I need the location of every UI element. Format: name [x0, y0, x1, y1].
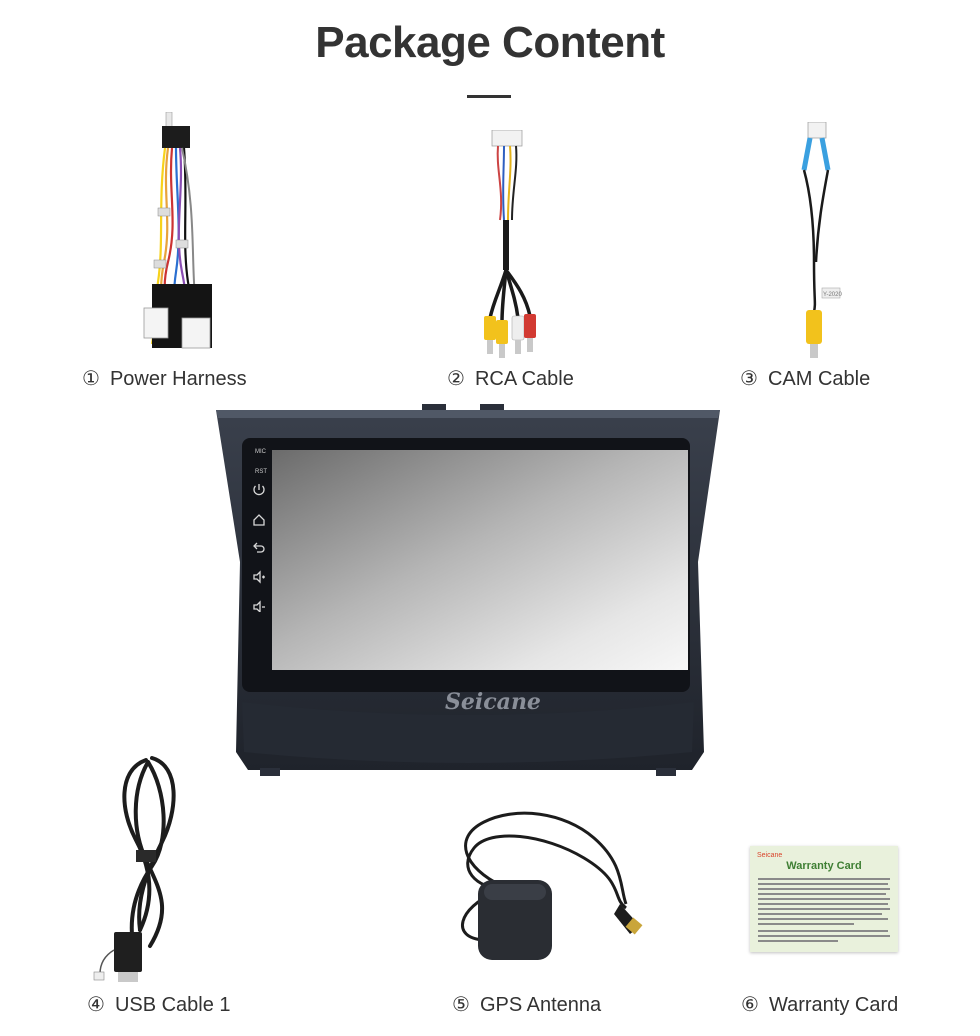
item-label: Power Harness: [109, 368, 247, 390]
item-label: Warranty Card: [768, 994, 899, 1016]
text-line: [758, 903, 888, 905]
text-line: [758, 893, 886, 895]
power-harness-image: [138, 112, 218, 364]
cam-tag-label: Y-2020: [823, 292, 842, 298]
item-label: CAM Cable: [767, 368, 871, 390]
warranty-card-brand: Seicane: [757, 852, 783, 859]
page-title: Package Content: [315, 18, 665, 67]
text-line: [758, 918, 888, 920]
caption-cam-cable: ③ CAM Cable: [740, 366, 870, 391]
text-line: [758, 930, 888, 932]
text-line: [758, 888, 890, 890]
power-icon[interactable]: [253, 484, 265, 496]
item-number: ①: [82, 366, 100, 390]
item-label: USB Cable 1: [114, 994, 231, 1016]
volume-down-icon[interactable]: [253, 600, 265, 612]
home-icon[interactable]: [253, 514, 265, 526]
rca-cable-image: [478, 130, 542, 362]
cam-cable-image: Y-2020: [796, 122, 848, 362]
text-line: [758, 913, 882, 915]
caption-rca-cable: ② RCA Cable: [447, 366, 574, 391]
item-number: ⑤: [452, 992, 470, 1016]
head-unit-brand: Seicane: [445, 689, 541, 715]
rst-label: RST: [255, 469, 267, 475]
text-line: [758, 935, 890, 937]
gps-antenna-image: [444, 808, 650, 970]
caption-power-harness: ① Power Harness: [82, 366, 247, 391]
usb-cable-image: [88, 750, 198, 986]
caption-gps-antenna: ⑤ GPS Antenna: [452, 992, 601, 1017]
item-number: ⑥: [741, 992, 759, 1016]
text-line: [758, 883, 888, 885]
caption-usb-cable: ④ USB Cable 1: [87, 992, 231, 1017]
title-underline: [467, 95, 511, 98]
text-line: [758, 908, 890, 910]
item-number: ④: [87, 992, 105, 1016]
text-line: [758, 878, 890, 880]
warranty-card-image: Seicane Warranty Card: [750, 846, 898, 952]
text-line: [758, 898, 890, 900]
warranty-card-title: Warranty Card: [786, 860, 862, 872]
head-unit-image: Seicane MIC RST: [212, 402, 724, 780]
back-icon[interactable]: [253, 542, 265, 553]
item-number: ②: [447, 366, 465, 390]
mic-label: MIC: [255, 449, 266, 455]
item-number: ③: [740, 366, 758, 390]
item-label: GPS Antenna: [479, 994, 602, 1016]
item-label: RCA Cable: [474, 368, 574, 390]
text-line: [758, 940, 838, 942]
caption-warranty-card: ⑥ Warranty Card: [741, 992, 898, 1017]
volume-up-icon[interactable]: [253, 570, 265, 584]
text-line: [758, 923, 854, 925]
